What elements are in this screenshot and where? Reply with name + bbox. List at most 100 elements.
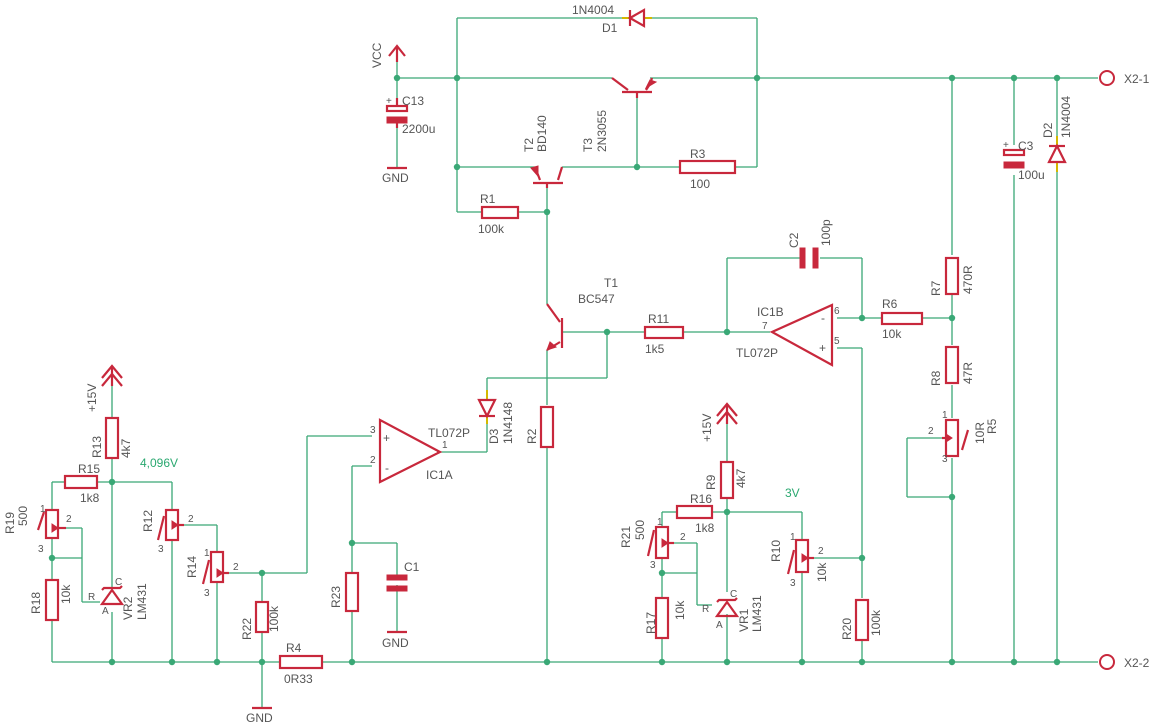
vr2-name: VR2 (121, 596, 135, 620)
potentiometer-r19: 1 2 3 R19 500 (3, 504, 72, 555)
c3-value: 100u (1018, 168, 1045, 182)
svg-text:6: 6 (834, 306, 840, 317)
t3-name: T3 (581, 138, 595, 152)
potentiometer-r14: 1 2 3 R14 (185, 548, 239, 599)
t1-value: BC547 (578, 292, 615, 306)
r22-name: R22 (240, 618, 254, 640)
r23-name: R23 (329, 586, 343, 608)
d3-value: 1N4148 (501, 402, 515, 444)
r3-name: R3 (690, 147, 706, 161)
r10-name: R10 (769, 540, 783, 562)
svg-text:2: 2 (680, 532, 686, 543)
resistor-r4: R4 0R33 (278, 641, 324, 686)
terminal-x2-2: X2-2 (1099, 654, 1150, 670)
resistor-r1: R1 100k (478, 192, 520, 236)
svg-text:R: R (702, 604, 709, 615)
d1-name: D1 (602, 21, 618, 35)
diode-d1: 1N4004 D1 (572, 3, 652, 35)
svg-text:1: 1 (40, 504, 46, 515)
r7-name: R7 (929, 280, 943, 296)
resistor-r23: R23 (329, 571, 360, 613)
c3-name: C3 (1018, 139, 1034, 153)
d2-name: D2 (1041, 122, 1055, 138)
resistor-r15: R15 1k8 (63, 462, 100, 505)
resistor-r8: R8 47R (929, 345, 975, 386)
ic1b-plus: + (819, 341, 826, 355)
r8-value: 47R (961, 362, 975, 384)
svg-text:2: 2 (233, 562, 239, 573)
p15-label-right: +15V (700, 414, 714, 442)
r15-value: 1k8 (80, 491, 100, 505)
r19-name: R19 (3, 512, 17, 534)
vr1-value: LM431 (750, 595, 764, 632)
transistor-t3: T3 2N3055 (581, 77, 658, 152)
vr1-name: VR1 (737, 608, 751, 632)
svg-text:1: 1 (204, 548, 210, 559)
diode-d2: D2 1N4004 (1041, 96, 1073, 172)
d3-name: D3 (487, 428, 501, 444)
r11-name: R11 (648, 312, 669, 326)
p15-symbol-right: +15V (700, 402, 738, 442)
r16-value: 1k8 (695, 521, 715, 535)
r1-value: 100k (478, 222, 505, 236)
svg-text:C: C (115, 577, 122, 588)
svg-text:3: 3 (370, 425, 376, 436)
ic1a-plus: + (383, 431, 390, 445)
r15-name: R15 (78, 462, 100, 476)
gnd-label-main: GND (246, 711, 273, 725)
potentiometer-r12: 2 3 R12 (141, 508, 194, 555)
r3-value: 100 (690, 177, 710, 191)
svg-text:2: 2 (928, 426, 934, 437)
vr2-value: LM431 (135, 583, 149, 620)
c13-name: C13 (402, 94, 424, 108)
svg-text:A: A (102, 606, 109, 617)
opamp-ic1b: + - 6 5 7 IC1B TL072P (736, 303, 840, 367)
capacitor-c2: C2 100p (787, 219, 833, 269)
r13-name: R13 (90, 436, 104, 458)
vcc-label: VCC (370, 42, 384, 68)
d1-value: 1N4004 (572, 3, 614, 17)
svg-text:A: A (716, 620, 723, 631)
svg-text:+: + (386, 96, 392, 107)
r18-name: R18 (29, 592, 43, 614)
svg-text:3: 3 (790, 578, 796, 589)
potentiometer-r21: 1 2 3 R21 500 (619, 517, 686, 571)
r22-value: 100k (267, 605, 281, 632)
ic1a-minus: - (385, 461, 389, 475)
svg-text:3: 3 (942, 454, 948, 465)
ic1a-value: TL072P (428, 426, 470, 440)
r12-name: R12 (141, 510, 155, 532)
r8-name: R8 (929, 370, 943, 386)
wires (51, 17, 1098, 708)
ic1b-minus: - (821, 311, 825, 325)
p15-symbol-left: +15V (85, 364, 123, 412)
svg-text:1: 1 (442, 440, 448, 451)
potentiometer-r10: 1 2 3 R10 10k (769, 532, 829, 589)
resistor-r9: R9 4k7 (704, 460, 748, 500)
r20-name: R20 (840, 618, 854, 640)
svg-text:2: 2 (818, 546, 824, 557)
resistor-r17: R17 10k (644, 596, 687, 640)
svg-text:3: 3 (204, 588, 210, 599)
svg-text:1: 1 (657, 517, 663, 528)
svg-text:3: 3 (38, 544, 44, 555)
gnd-symbol-c13: GND (382, 166, 409, 185)
r9-name: R9 (704, 474, 718, 490)
r2-name: R2 (525, 428, 539, 444)
r20-value: 100k (869, 609, 883, 636)
svg-text:3: 3 (158, 544, 164, 555)
r13-value: 4k7 (119, 438, 133, 458)
t1-name: T1 (604, 276, 618, 290)
svg-text:2: 2 (370, 455, 376, 466)
r14-name: R14 (185, 556, 199, 578)
r4-value: 0R33 (284, 672, 313, 686)
ic1a-name: IC1A (426, 468, 453, 482)
transistor-t2: T2 BD140 (522, 115, 564, 188)
opamp-ic1a: + - 3 2 1 TL072P IC1A (370, 418, 470, 484)
svg-text:+: + (1003, 140, 1009, 151)
net-label-4096v: 4,096V (140, 456, 178, 470)
r18-value: 10k (59, 584, 73, 604)
r7-value: 470R (961, 265, 975, 294)
svg-text:2: 2 (188, 514, 194, 525)
r17-value: 10k (673, 600, 687, 620)
